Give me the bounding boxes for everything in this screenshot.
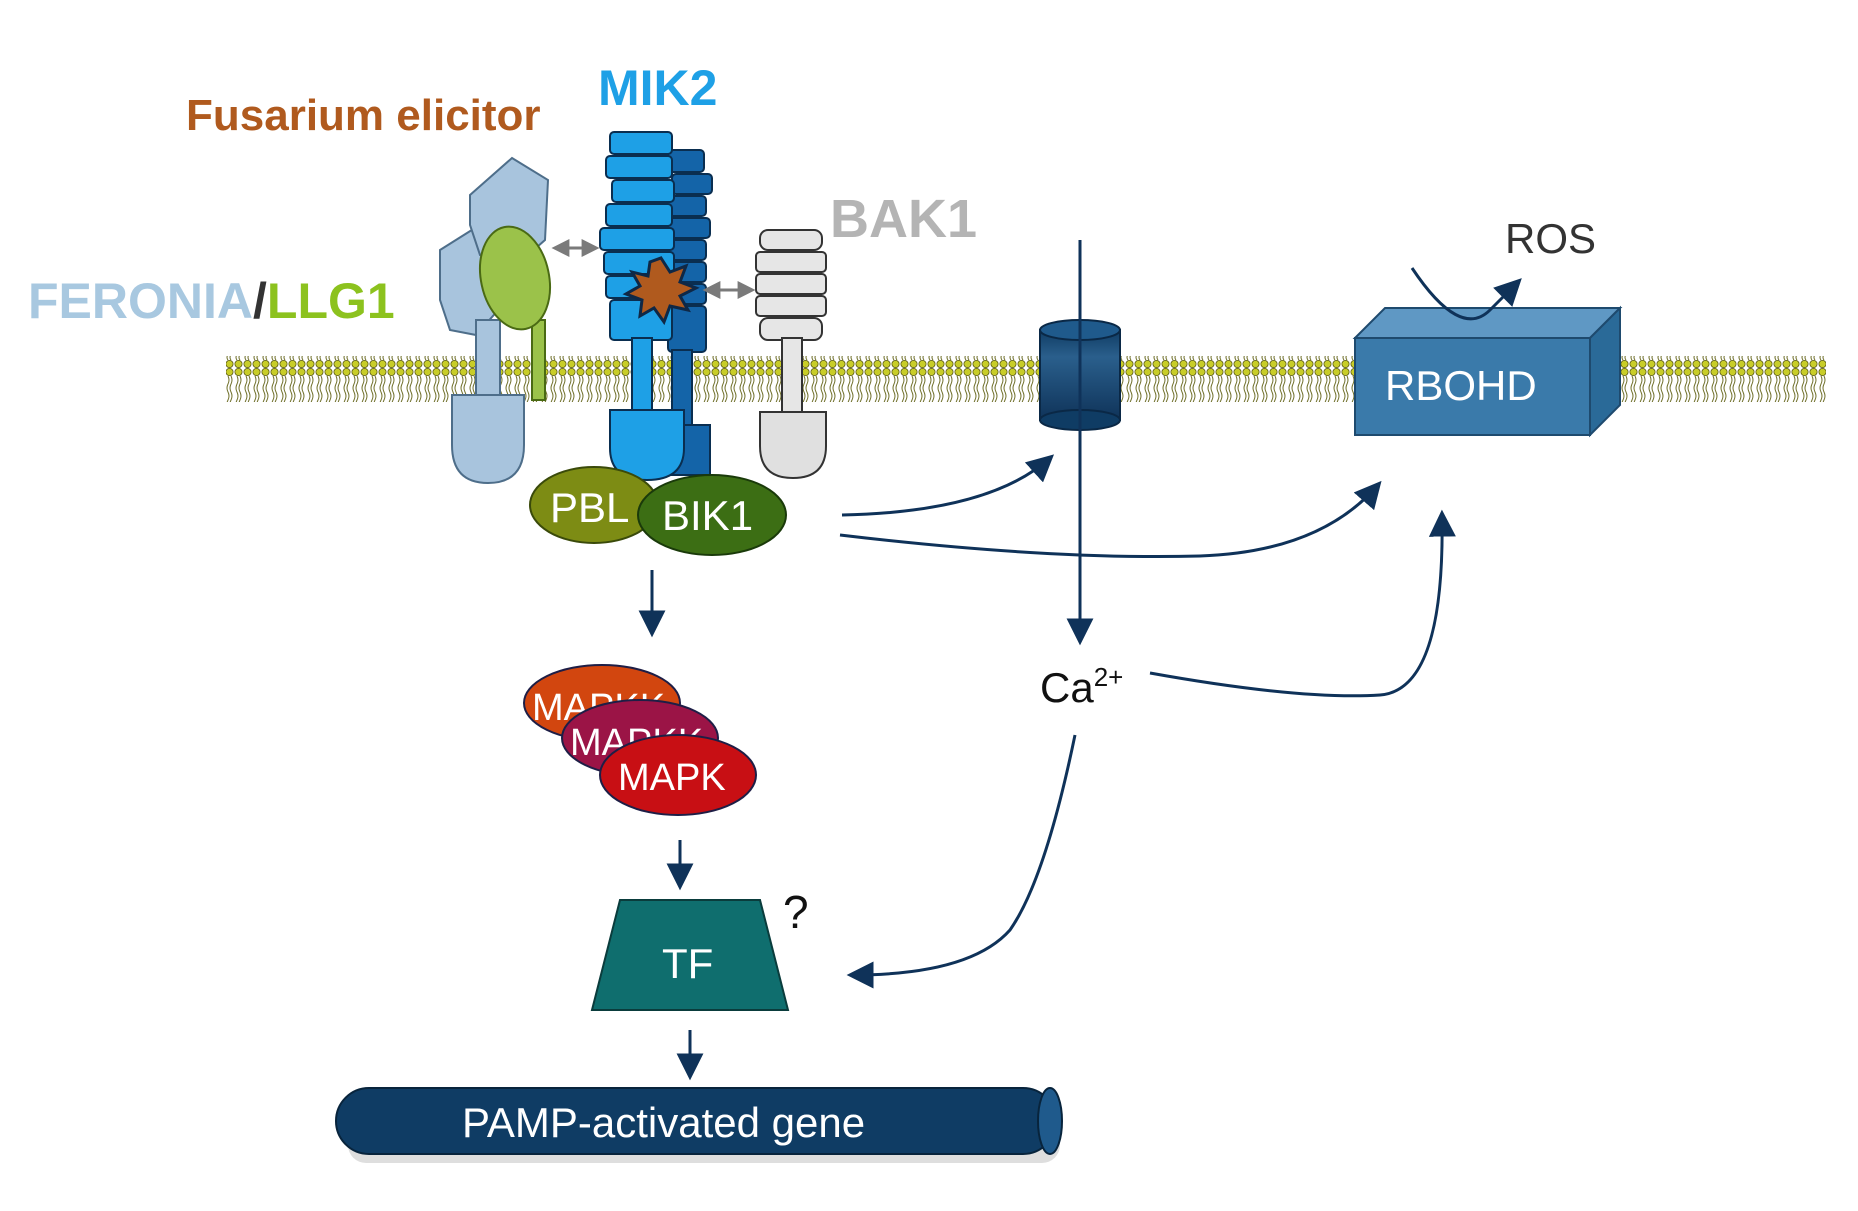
bik1-to-rbohd-arrow (839, 480, 1382, 559)
bik1-to-channel-arrow (841, 454, 1055, 517)
mapk-cascade: MAPKK MAPKK MAPK (523, 664, 757, 816)
ros-production-arrow (1410, 267, 1522, 321)
mapk-label: MAPK (618, 757, 726, 799)
transcription-factor: TF (590, 899, 790, 1011)
fusarium-elicitor-ligand (622, 256, 700, 326)
mik2-label: MIK2 (598, 60, 717, 116)
calcium-ion-label: Ca2+ (1040, 662, 1123, 711)
bik1-label: BIK1 (662, 492, 753, 539)
pamp-activated-gene: PAMP-activated gene (335, 1087, 1063, 1163)
bik1-kinase: BIK1 (637, 474, 787, 556)
feronia-llg1-label: FERONIA/LLG1 (28, 273, 395, 329)
bak1-label: BAK1 (830, 189, 977, 249)
calcium-to-tf-arrow (846, 734, 1077, 989)
llg1-label: LLG1 (267, 273, 395, 329)
question-mark: ? (783, 886, 809, 938)
rbohd-enzyme: RBOHD (1352, 305, 1623, 438)
gene-label: PAMP-activated gene (462, 1099, 865, 1146)
feronia-receptor (439, 156, 550, 485)
llg1-protein (479, 225, 551, 401)
feronia-label: FERONIA (28, 273, 253, 329)
calcium-charge: 2+ (1094, 662, 1124, 692)
fusarium-elicitor-label: Fusarium elicitor (186, 91, 541, 140)
pbl-kinase: PBL (529, 466, 659, 544)
mik2-receptor-back (659, 149, 713, 476)
rbohd-label: RBOHD (1385, 362, 1537, 409)
bak1-receptor (755, 229, 827, 480)
tf-label: TF (662, 940, 713, 987)
calcium-to-rbohd-arrow (1149, 509, 1456, 698)
slash-label: / (253, 273, 267, 329)
calcium-base: Ca (1040, 664, 1094, 711)
pbl-label: PBL (550, 484, 629, 531)
ros-label: ROS (1505, 215, 1596, 262)
